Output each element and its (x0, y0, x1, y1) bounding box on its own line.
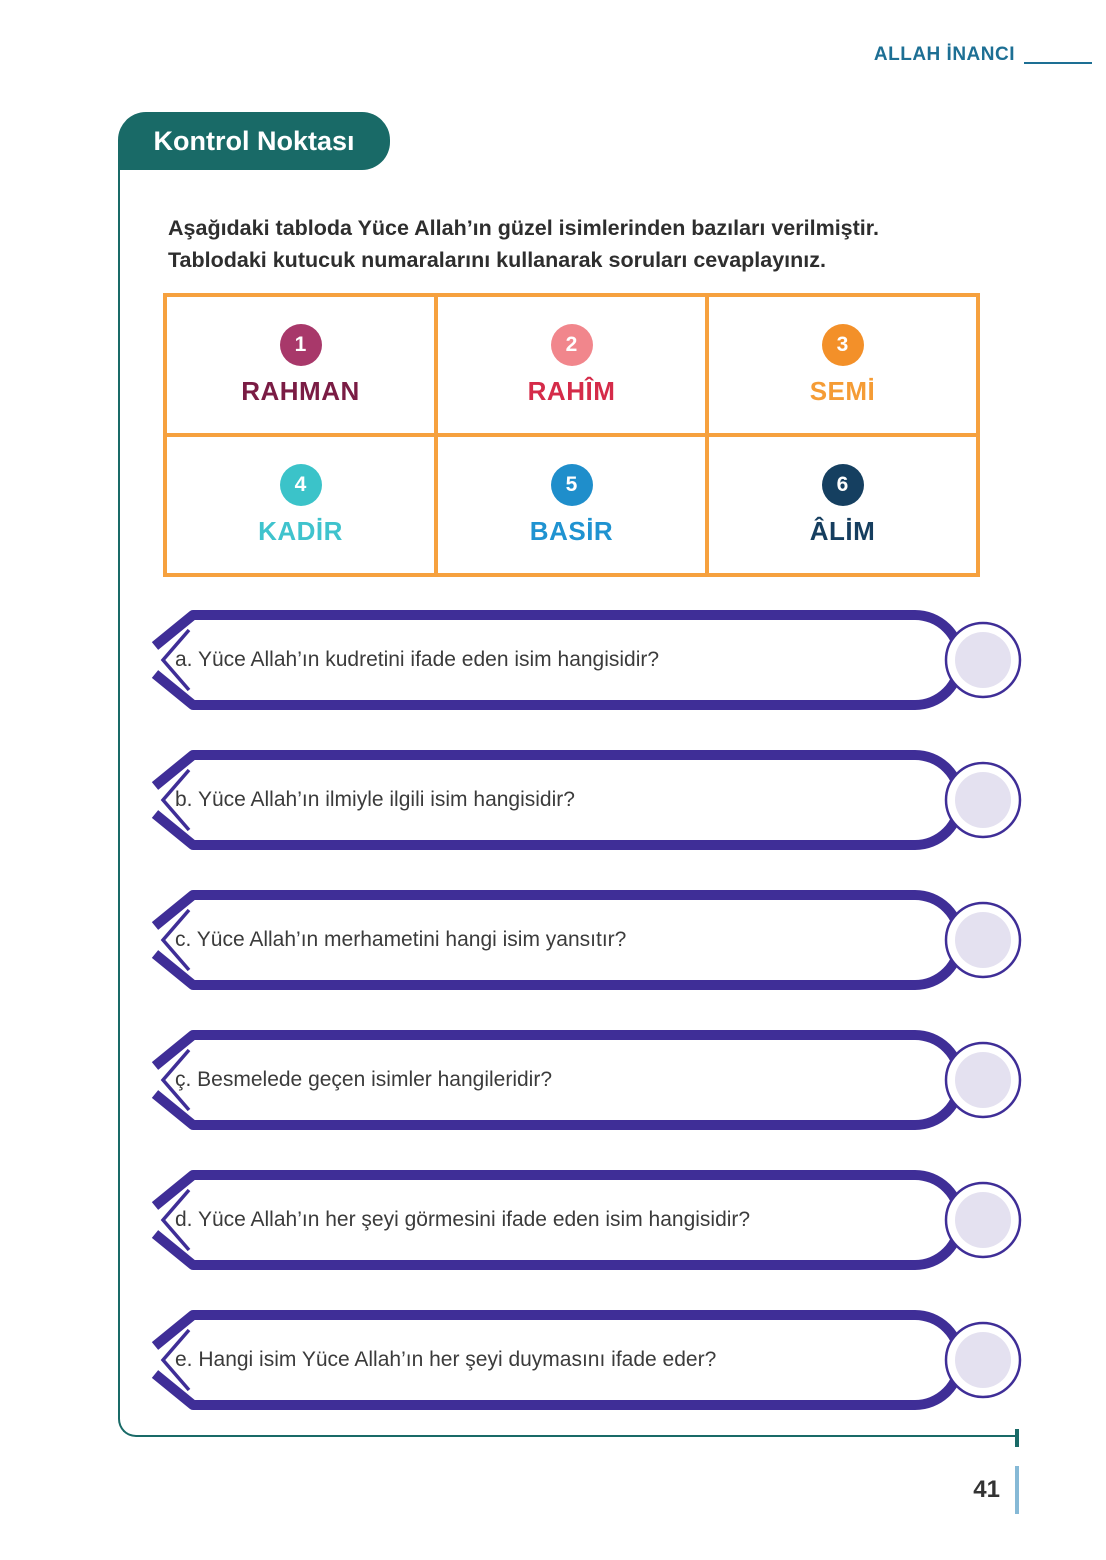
ribbon-shape (151, 1170, 1022, 1270)
question-banner-d: d. Yüce Allah’ın her şeyi görmesini ifad… (139, 1162, 1023, 1278)
question-text: e. Hangi isim Yüce Allah’ın her şeyi duy… (175, 1348, 717, 1371)
section-badge-label: Kontrol Noktası (153, 125, 355, 156)
answer-circle-fill[interactable] (955, 1192, 1011, 1248)
number-badge: 4 (279, 463, 322, 506)
header-underline (1024, 62, 1092, 64)
answer-circle-fill[interactable] (955, 1052, 1011, 1108)
number-badge: 1 (279, 323, 322, 366)
ribbon-shape (151, 890, 1022, 990)
answer-circle-fill[interactable] (955, 772, 1011, 828)
question-text: d. Yüce Allah’ın her şeyi görmesini ifad… (175, 1208, 751, 1231)
table-row: 4 KADİR 5 BASİR 6 ÂLİM (163, 433, 980, 577)
name-label: BASİR (529, 515, 614, 546)
name-label: RAHÎM (527, 375, 616, 406)
name-cell-kadir: 4 KADİR (163, 433, 438, 577)
name-cell-rahman: 1 RAHMAN (163, 293, 438, 437)
name-label: KADİR (258, 515, 343, 546)
question-banner-c: c. Yüce Allah’ın merhametini hangi isim … (139, 882, 1023, 998)
number-badge: 6 (821, 463, 864, 506)
name-label: RAHMAN (241, 375, 360, 406)
name-cell-basir: 5 BASİR (434, 433, 709, 577)
page-number-bar (1015, 1466, 1019, 1514)
name-cell-alim: 6 ÂLİM (705, 433, 980, 577)
question-banner-e: e. Hangi isim Yüce Allah’ın her şeyi duy… (139, 1302, 1023, 1418)
answer-circle-fill[interactable] (955, 912, 1011, 968)
question-text: a. Yüce Allah’ın kudretini ifade eden is… (175, 648, 660, 671)
question-banner-b: b. Yüce Allah’ın ilmiyle ilgili isim han… (139, 742, 1023, 858)
chapter-title: ALLAH İNANCI (873, 44, 1015, 65)
name-label: SEMİ (809, 375, 876, 406)
question-text: b. Yüce Allah’ın ilmiyle ilgili isim han… (175, 788, 575, 811)
question-text: ç. Besmelede geçen isimler hangileridir? (175, 1068, 553, 1091)
frame-end-tick (1015, 1429, 1019, 1447)
table-row: 1 RAHMAN 2 RAHÎM 3 SEMİ (163, 293, 980, 437)
ribbon-shape (151, 750, 1022, 850)
page-number: 41 (973, 1476, 1000, 1503)
name-cell-semi: 3 SEMİ (705, 293, 980, 437)
question-banner-c-cedilla: ç. Besmelede geçen isimler hangileridir? (139, 1022, 1023, 1138)
name-cell-rahim: 2 RAHÎM (434, 293, 709, 437)
number-badge: 3 (821, 323, 864, 366)
questions-list: a. Yüce Allah’ın kudretini ifade eden is… (139, 602, 1023, 1442)
answer-circle-fill[interactable] (955, 1332, 1011, 1388)
names-table: 1 RAHMAN 2 RAHÎM 3 SEMİ 4 KADİR 5 (163, 293, 980, 577)
ribbon-shape (151, 1310, 1022, 1410)
number-badge: 5 (550, 463, 593, 506)
question-text: c. Yüce Allah’ın merhametini hangi isim … (175, 928, 627, 951)
instructions-text: Aşağıdaki tabloda Yüce Allah’ın güzel is… (168, 216, 879, 273)
ribbon-shape (151, 610, 1022, 710)
question-banner-a: a. Yüce Allah’ın kudretini ifade eden is… (139, 602, 1023, 718)
ribbon-shape (151, 1030, 1022, 1130)
number-badge: 2 (550, 323, 593, 366)
answer-circle-fill[interactable] (955, 632, 1011, 688)
section-badge: Kontrol Noktası (118, 112, 390, 170)
name-label: ÂLİM (809, 515, 876, 546)
